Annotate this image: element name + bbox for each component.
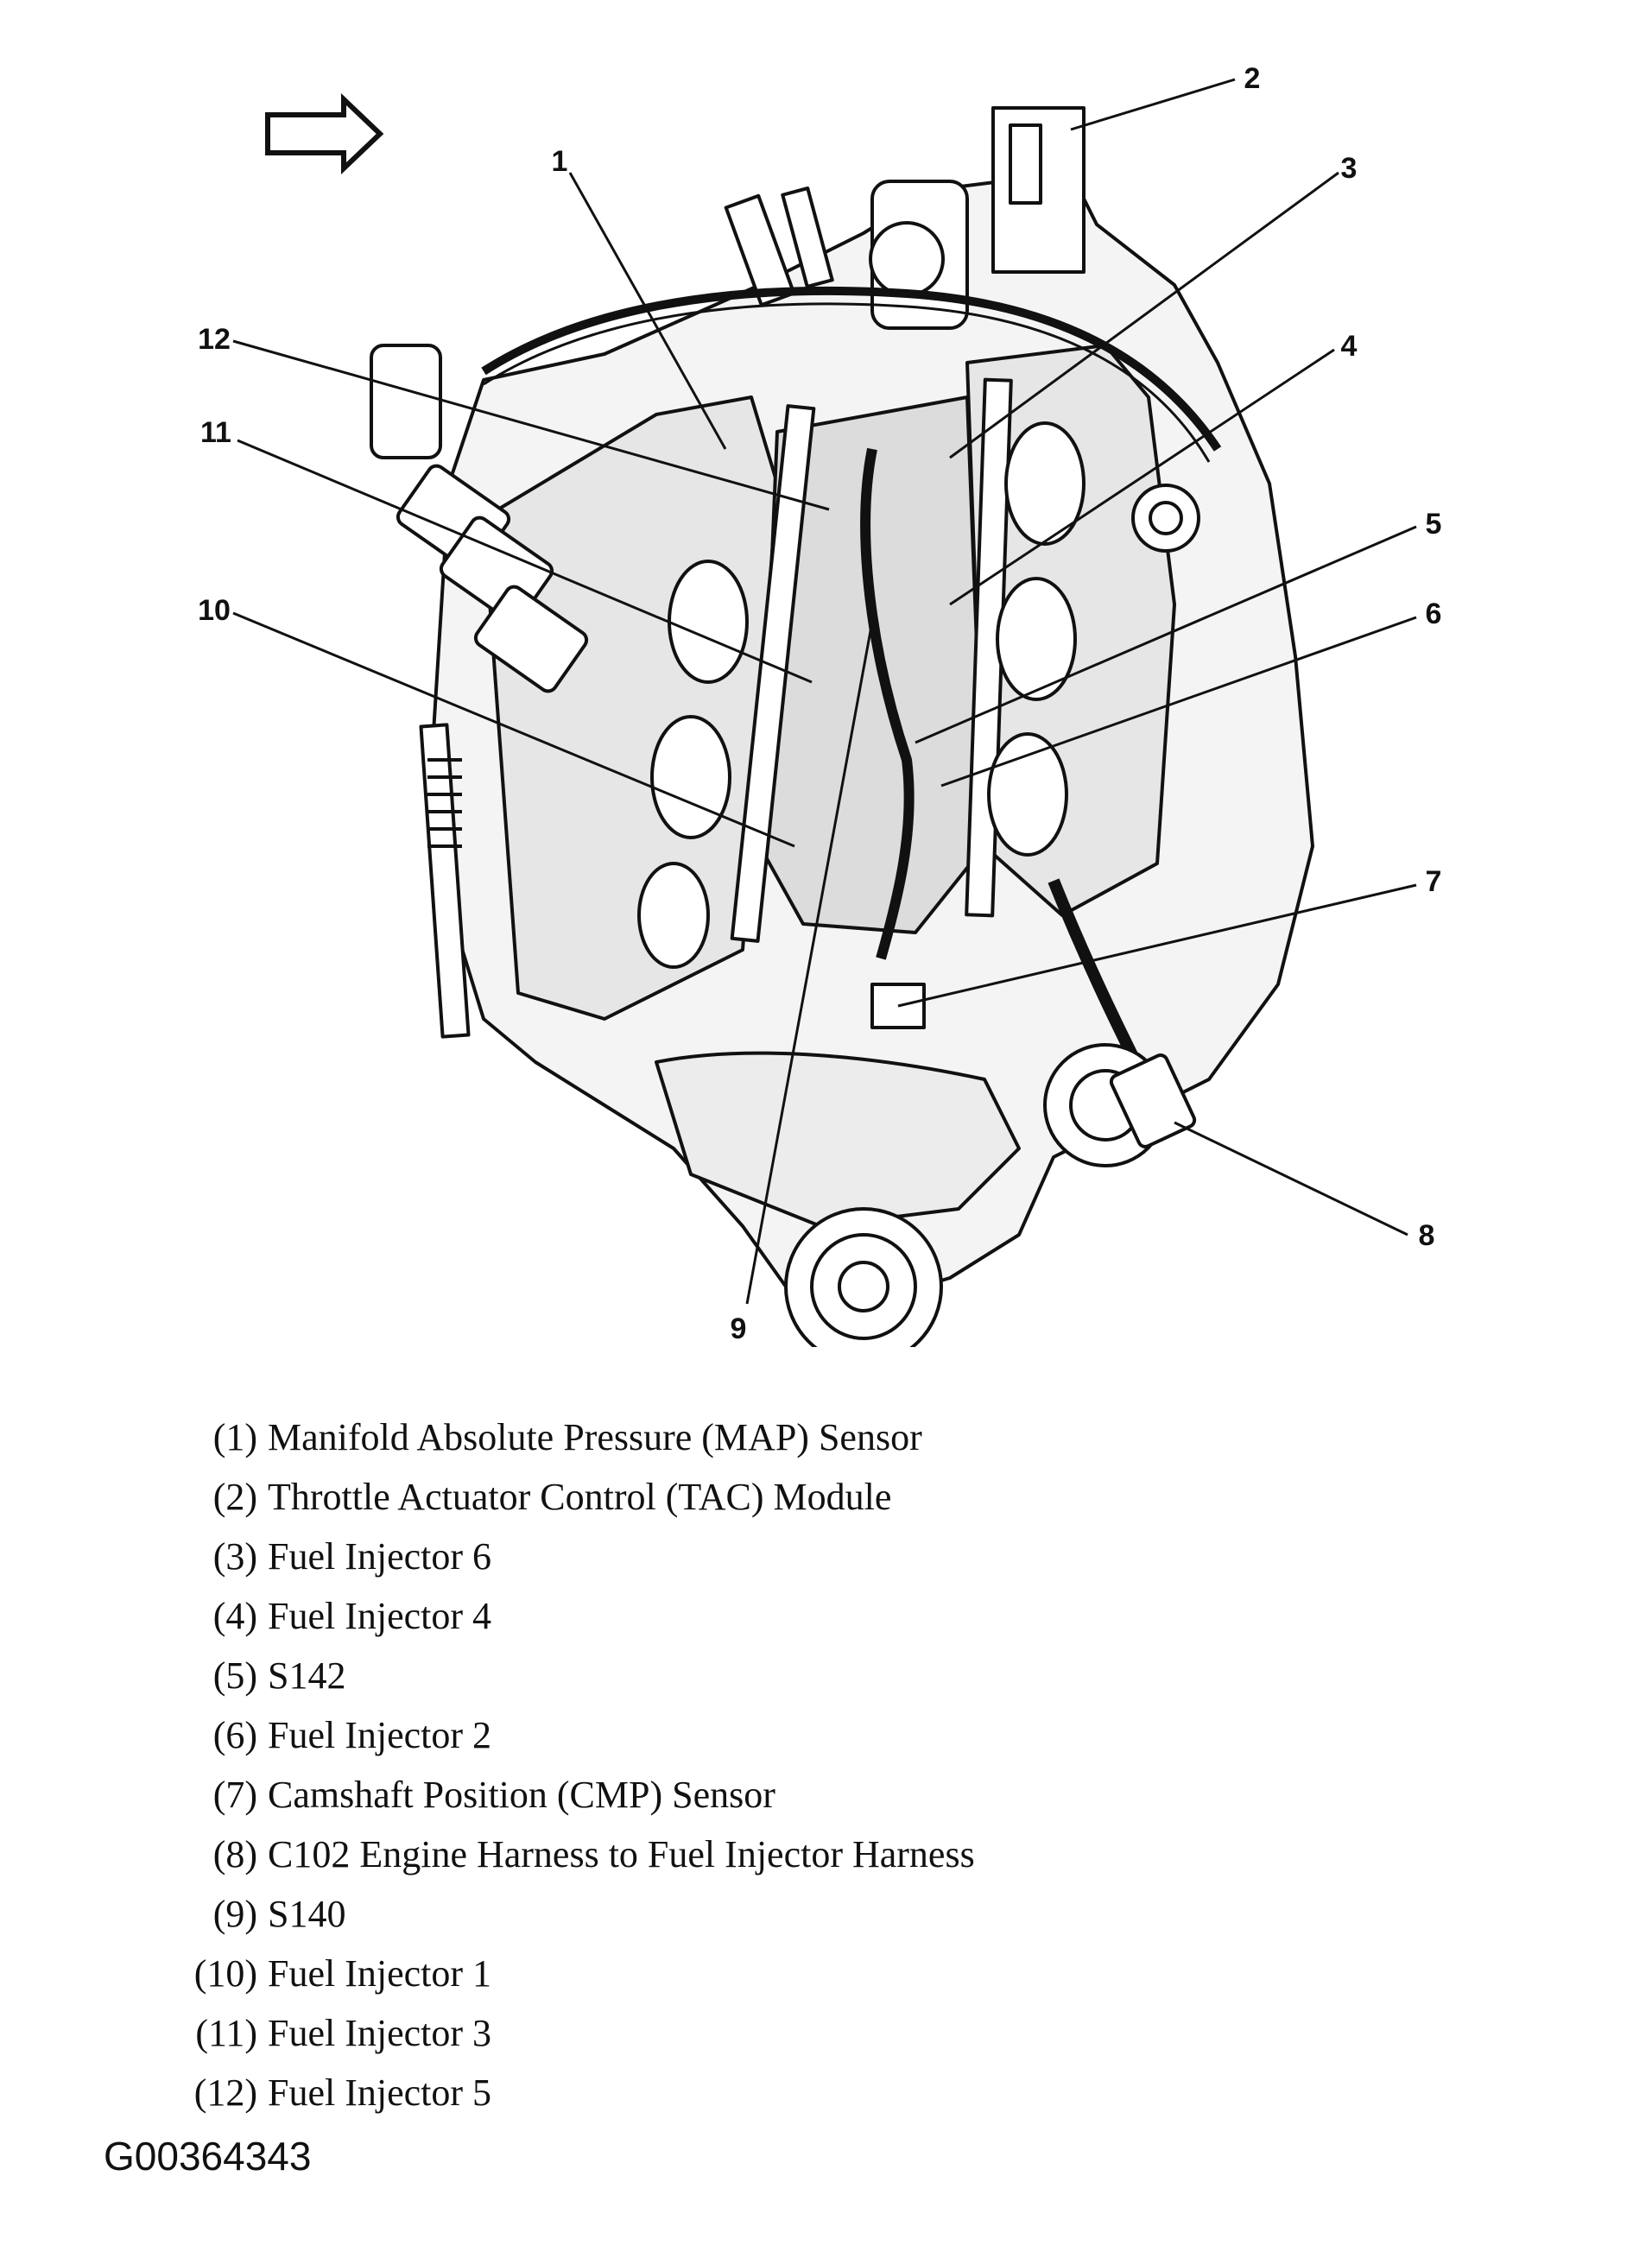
legend-num: (11) (195, 2012, 257, 2054)
legend-item: (8) C102 Engine Harness to Fuel Injector … (164, 1825, 1459, 1884)
callout-2: 2 (1244, 62, 1261, 95)
callout-11: 11 (200, 416, 231, 449)
legend-item: (10) Fuel Injector 1 (164, 1944, 1459, 2003)
callout-4: 4 (1341, 330, 1358, 363)
legend-text: C102 Engine Harness to Fuel Injector Har… (268, 1833, 975, 1875)
callout-numbers: 1 2 3 4 5 6 7 8 9 10 11 12 (198, 62, 1441, 1345)
legend-item: (12) Fuel Injector 5 (164, 2063, 1459, 2122)
front-arrow-icon (265, 93, 384, 174)
legend-text: Fuel Injector 6 (268, 1535, 492, 1578)
legend-item: (6) Fuel Injector 2 (164, 1705, 1459, 1765)
callout-7: 7 (1426, 865, 1442, 898)
callout-3: 3 (1341, 152, 1358, 185)
legend-item: (9) S140 (164, 1884, 1459, 1944)
legend-item: (1) Manifold Absolute Pressure (MAP) Sens… (164, 1407, 1459, 1467)
legend-item: (4) Fuel Injector 4 (164, 1586, 1459, 1646)
legend-num: (7) (212, 1774, 257, 1816)
legend-item: (5) S142 (164, 1646, 1459, 1705)
legend-text: Camshaft Position (CMP) Sensor (268, 1774, 775, 1816)
legend-num: (5) (212, 1654, 257, 1697)
callout-1: 1 (552, 145, 568, 178)
legend-text: Fuel Injector 1 (268, 1952, 492, 1995)
legend-item: (11) Fuel Injector 3 (164, 2003, 1459, 2063)
engine-diagram: 1 2 3 4 5 6 7 8 9 10 11 12 (198, 62, 1441, 1347)
legend-text: Fuel Injector 3 (268, 2012, 492, 2054)
legend-text: Fuel Injector 2 (268, 1714, 492, 1756)
legend-text: Throttle Actuator Control (TAC) Module (268, 1476, 892, 1518)
legend-text: S140 (268, 1893, 346, 1935)
callout-5: 5 (1426, 508, 1442, 541)
legend-item: (2) Throttle Actuator Control (TAC) Modul… (164, 1467, 1459, 1527)
legend-num: (10) (193, 1952, 257, 1995)
legend-text: Manifold Absolute Pressure (MAP) Sensor (268, 1416, 922, 1458)
legend-list: (1) Manifold Absolute Pressure (MAP) Sens… (164, 1407, 1459, 2122)
legend-text: Fuel Injector 4 (268, 1595, 492, 1637)
legend-num: (2) (212, 1476, 257, 1518)
legend-num: (1) (212, 1416, 257, 1458)
figure-id: G00364343 (104, 2134, 312, 2179)
legend-num: (12) (193, 2071, 257, 2114)
callout-6: 6 (1426, 598, 1442, 630)
callout-10: 10 (198, 594, 231, 627)
leader-lines (232, 78, 1417, 1305)
callout-8: 8 (1419, 1219, 1435, 1252)
legend-num: (6) (212, 1714, 257, 1756)
legend-text: Fuel Injector 5 (268, 2071, 492, 2114)
engine-illustration (370, 106, 1314, 1347)
callout-9: 9 (731, 1312, 747, 1345)
callout-12: 12 (198, 323, 231, 356)
legend-num: (8) (212, 1833, 257, 1875)
legend-num: (9) (212, 1893, 257, 1935)
legend-num: (4) (212, 1595, 257, 1637)
legend-num: (3) (212, 1535, 257, 1578)
legend-item: (3) Fuel Injector 6 (164, 1527, 1459, 1586)
legend-item: (7) Camshaft Position (CMP) Sensor (164, 1765, 1459, 1825)
legend-text: S142 (268, 1654, 346, 1697)
